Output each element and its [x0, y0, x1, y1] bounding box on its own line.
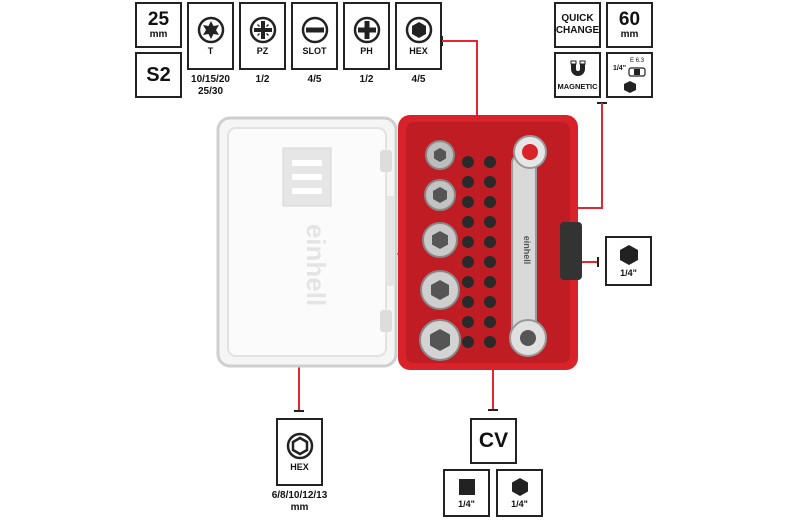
pozidriv-icon — [249, 16, 276, 44]
slot-sizes: 4/5 — [288, 74, 341, 86]
socket-callout-line-h — [298, 253, 440, 255]
hex-size-line: 4/5 — [411, 74, 426, 85]
pz-label: PZ — [256, 46, 269, 56]
ph-label: PH — [360, 46, 373, 56]
bits — [462, 156, 496, 348]
torx-sizes: 10/15/20 25/30 — [184, 74, 237, 98]
case-base — [398, 115, 582, 370]
bit-type-slot: SLOT — [291, 2, 338, 70]
socket-size-line: 6/8/10/12/13 — [271, 490, 328, 501]
hex-drive-icon — [511, 478, 528, 496]
bit-type-ph: PH — [343, 2, 390, 70]
drive-callout-cap — [597, 257, 599, 267]
socket-size-unit: mm — [290, 502, 309, 513]
magnetic-label: MAGNETIC — [557, 82, 598, 91]
sockets — [419, 140, 461, 361]
ph-sizes: 1/2 — [340, 74, 393, 86]
torx-icon — [197, 16, 224, 44]
slot-size-line: 4/5 — [307, 74, 322, 85]
ratchet-wrench: einhell — [509, 135, 547, 357]
torx-label: T — [207, 46, 214, 56]
adapter-standard: E 6.3 — [630, 57, 645, 64]
extension-badge: 60 mm — [606, 2, 653, 48]
square-drive-icon — [458, 479, 475, 495]
square-drive-badge: 1/4" — [443, 469, 490, 517]
square-drive-label: 1/4" — [458, 499, 475, 509]
length-badge: 25 mm — [135, 2, 182, 48]
magnetic-callout-line-h — [512, 207, 603, 209]
ratchet-brand-text: einhell — [522, 236, 532, 265]
magnetic-callout-line-v — [601, 103, 603, 209]
drive-callout-line — [537, 261, 599, 263]
ph-size-line: 1/2 — [359, 74, 374, 85]
adapter-drive: 1/4" — [612, 65, 627, 72]
cv-callout-cap — [488, 409, 498, 411]
extension-value: 60 — [618, 8, 641, 30]
length-unit: mm — [149, 28, 168, 40]
hex-sizes: 4/5 — [392, 74, 445, 86]
socket-hex-icon — [286, 432, 313, 460]
socket-sizes: 6/8/10/12/13 mm — [250, 490, 349, 514]
hex-drive-label: 1/4" — [511, 499, 528, 509]
magnet-icon — [570, 60, 585, 76]
bit-type-torx: T — [187, 2, 234, 70]
magnetic-badge: MAGNETIC — [554, 52, 601, 98]
socket-callout-cap — [294, 410, 304, 412]
pz-size-line: 1/2 — [255, 74, 270, 85]
hex-label: HEX — [409, 46, 428, 56]
torx-size-line-1: 10/15/20 — [191, 74, 230, 85]
hex-callout-line-v — [476, 40, 478, 190]
hex-drive-icon — [619, 245, 638, 265]
lid-brand-text: einhell — [301, 224, 331, 306]
socket-hex-label: HEX — [290, 462, 309, 472]
hex-icon — [405, 16, 432, 44]
bit-type-pz: PZ — [239, 2, 286, 70]
quick-change-badge: QUICK CHANGE — [554, 2, 601, 48]
torx-size-line-2: 25/30 — [197, 86, 224, 97]
length-value: 25 — [147, 8, 170, 30]
adapter-badge: 1/4" E 6.3 — [606, 52, 653, 98]
socket-callout-line-v — [298, 253, 300, 411]
hex-drive-badge: 1/4" — [496, 469, 543, 517]
extension-unit: mm — [620, 28, 639, 40]
slot-label: SLOT — [302, 46, 327, 56]
bit-type-hex: HEX — [395, 2, 442, 70]
bit-shank-icon — [628, 66, 646, 77]
case-lid: einhell — [216, 116, 398, 368]
phillips-icon — [353, 16, 380, 44]
material-badge: S2 — [135, 52, 182, 98]
socket-hex-badge: HEX — [276, 418, 323, 486]
cv-badge: CV — [470, 418, 517, 464]
hex-shank-icon — [623, 80, 636, 93]
cv-label: CV — [478, 429, 509, 452]
quick-change-label: QUICK CHANGE — [555, 13, 600, 36]
hex-callout-line-h — [442, 40, 478, 42]
pz-sizes: 1/2 — [236, 74, 289, 86]
material-label: S2 — [146, 64, 171, 86]
right-drive-badge: 1/4" — [605, 236, 652, 286]
cv-callout-line — [492, 340, 494, 410]
right-drive-label: 1/4" — [620, 268, 637, 278]
slotted-icon — [301, 16, 328, 44]
